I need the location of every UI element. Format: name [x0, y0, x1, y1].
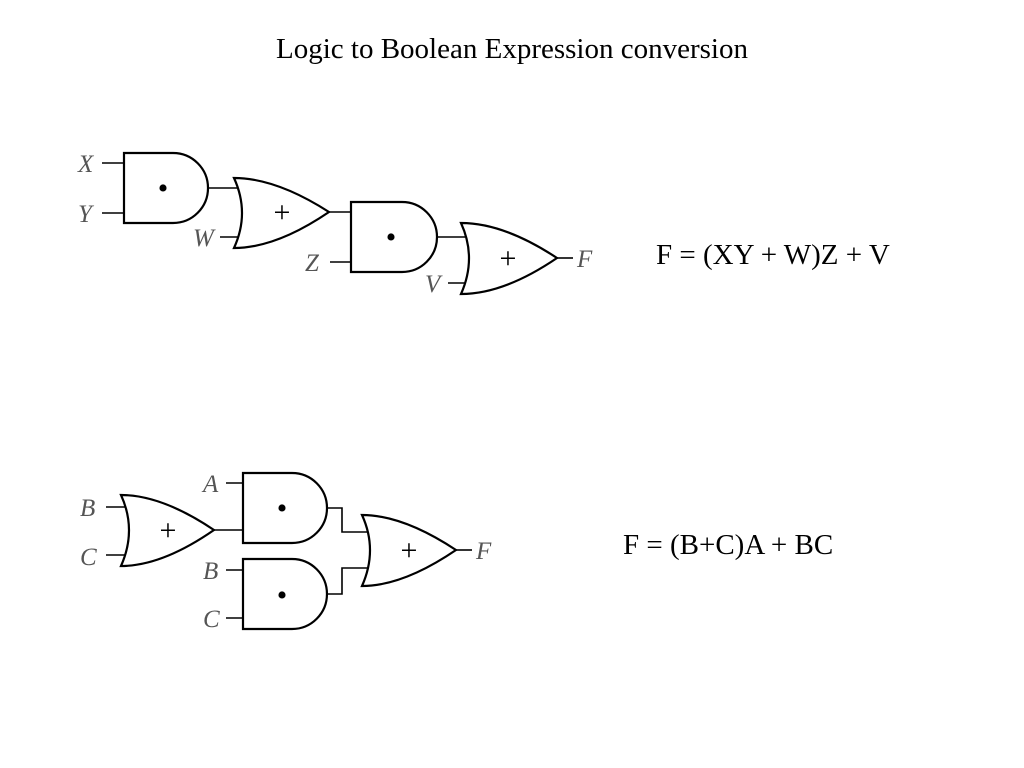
pin-label-c: C	[203, 606, 220, 633]
or-symbol: +	[401, 534, 418, 567]
or-gate-2: +	[360, 513, 458, 588]
pin-label-w: W	[193, 225, 216, 252]
boolean-expression-2: F = (B+C)A + BC	[623, 529, 833, 561]
wire-and1-to-or2	[327, 507, 368, 533]
and-symbol: •	[158, 172, 169, 205]
boolean-expression-1: F = (XY + W)Z + V	[656, 239, 890, 271]
pin-label-y: Y	[78, 201, 95, 228]
and-symbol: •	[386, 221, 397, 254]
or-gate-1: +	[232, 176, 331, 250]
pin-label-c: C	[80, 544, 97, 571]
and-symbol: •	[277, 579, 288, 612]
or-gate-2: +	[459, 221, 559, 296]
or-symbol: +	[160, 514, 177, 547]
or-gate-1: +	[119, 493, 216, 568]
and-gate-2: •	[241, 557, 329, 631]
pin-label-f: F	[475, 538, 492, 565]
pin-label-b: B	[203, 558, 218, 585]
pin-label-x: X	[77, 151, 95, 178]
and-gate-1: •	[122, 151, 210, 225]
pin-label-f: F	[576, 246, 593, 273]
pin-label-v: V	[425, 271, 443, 298]
slide-title: Logic to Boolean Expression conversion	[276, 33, 748, 65]
or-symbol: +	[500, 242, 517, 275]
pin-label-z: Z	[305, 250, 320, 277]
or-symbol: +	[274, 196, 291, 229]
circuit-2: + • • + B C A B C F F = (B+C)A + BC	[80, 471, 833, 633]
and-symbol: •	[277, 492, 288, 525]
wire-and2-to-or2	[327, 567, 368, 595]
and-gate-2: •	[349, 200, 439, 274]
and-gate-1: •	[241, 471, 329, 545]
pin-label-b: B	[80, 495, 95, 522]
circuit-1: • + • + X Y W Z V F F = (XY + W)Z + V	[77, 151, 890, 298]
pin-label-a: A	[201, 471, 219, 498]
